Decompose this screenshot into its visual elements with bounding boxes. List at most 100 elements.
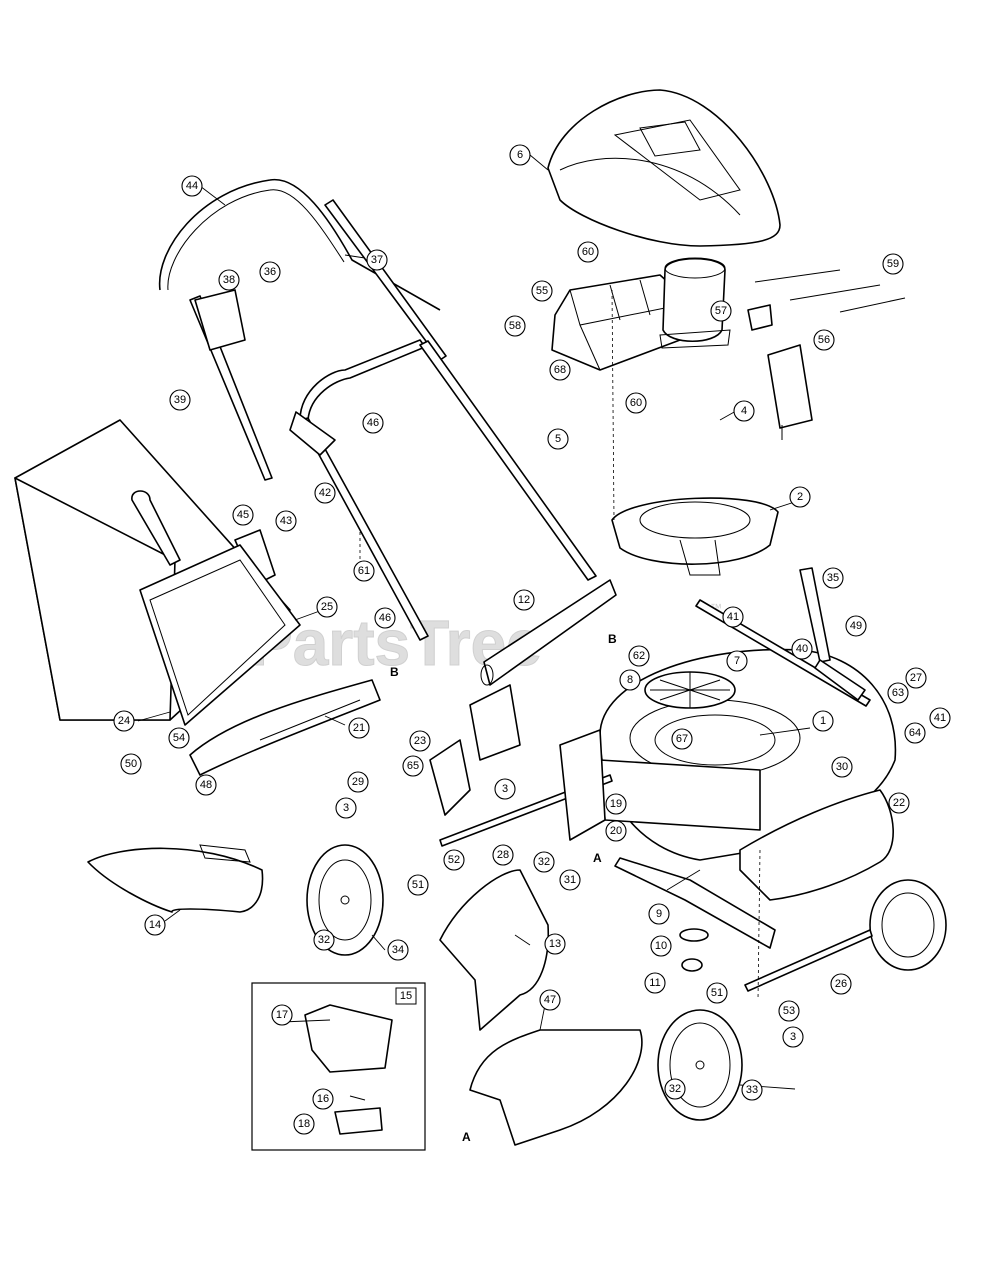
svg-text:62: 62	[633, 650, 645, 662]
ref-letter-b-left: B	[390, 665, 399, 679]
reference-letters: B B A A	[390, 632, 617, 1144]
svg-text:41: 41	[934, 712, 946, 724]
callout-51b: 51	[706, 982, 728, 1004]
svg-text:16: 16	[317, 1093, 329, 1105]
callout-50: 50	[120, 753, 142, 775]
callout-52: 52	[443, 849, 465, 871]
ref-letter-a-right: A	[593, 851, 602, 865]
callout-60b: 60	[625, 392, 647, 414]
svg-text:30: 30	[836, 761, 848, 773]
callout-20: 20	[605, 820, 627, 842]
callout-38: 38	[218, 269, 240, 291]
wheel-front-right	[869, 879, 947, 971]
svg-text:12: 12	[518, 594, 530, 606]
svg-text:44: 44	[186, 180, 198, 192]
svg-text:7: 7	[734, 655, 740, 667]
callout-25: 25	[316, 596, 338, 618]
grass-bag	[14, 419, 301, 726]
svg-text:37: 37	[371, 254, 383, 266]
svg-text:48: 48	[200, 779, 212, 791]
svg-text:3: 3	[790, 1031, 796, 1043]
callout-49: 49	[845, 615, 867, 637]
svg-text:52: 52	[448, 854, 460, 866]
svg-text:32: 32	[318, 934, 330, 946]
callout-37: 37	[366, 249, 388, 271]
callout-3a: 3	[335, 797, 357, 819]
svg-text:47: 47	[544, 994, 556, 1006]
callout-44: 44	[181, 175, 203, 197]
svg-text:43: 43	[280, 515, 292, 527]
svg-text:5: 5	[555, 433, 561, 445]
svg-text:9: 9	[656, 908, 662, 920]
svg-text:64: 64	[909, 727, 921, 739]
blade	[614, 857, 776, 949]
callout-42: 42	[314, 482, 336, 504]
svg-text:55: 55	[536, 285, 548, 297]
svg-text:58: 58	[509, 320, 521, 332]
callout-41a: 41	[722, 606, 744, 628]
svg-text:34: 34	[392, 944, 404, 956]
rear-baffle	[480, 579, 617, 686]
svg-text:8: 8	[627, 674, 633, 686]
callout-62: 62	[628, 645, 650, 667]
svg-text:61: 61	[358, 565, 370, 577]
callout-27: 27	[905, 667, 927, 689]
callout-19: 19	[605, 793, 627, 815]
svg-text:65: 65	[407, 760, 419, 772]
svg-text:18: 18	[298, 1118, 310, 1130]
inset-box-label: 15	[400, 990, 412, 1002]
svg-text:46: 46	[379, 612, 391, 624]
ref-letter-b-right: B	[608, 632, 617, 646]
callout-4: 4	[733, 400, 755, 422]
callout-6: 6	[509, 144, 531, 166]
motor-mount	[611, 497, 779, 576]
lower-handle	[289, 339, 597, 641]
svg-text:33: 33	[746, 1084, 758, 1096]
callout-33: 33	[741, 1079, 763, 1101]
callout-3b: 3	[494, 778, 516, 800]
callout-55: 55	[531, 280, 553, 302]
svg-text:60: 60	[582, 246, 594, 258]
callout-67: 67	[671, 728, 693, 750]
callout-32a: 32	[533, 851, 555, 873]
svg-text:32: 32	[669, 1083, 681, 1095]
wire-connectors	[754, 269, 906, 313]
callout-54: 54	[168, 727, 190, 749]
callout-13: 13	[544, 933, 566, 955]
svg-text:50: 50	[125, 758, 137, 770]
callout-59: 59	[882, 253, 904, 275]
svg-text:26: 26	[835, 978, 847, 990]
callout-36: 36	[259, 261, 281, 283]
callout-58: 58	[504, 315, 526, 337]
svg-text:59: 59	[887, 258, 899, 270]
svg-text:2: 2	[797, 491, 803, 503]
svg-text:23: 23	[414, 735, 426, 747]
svg-text:51: 51	[711, 987, 723, 999]
svg-text:54: 54	[173, 732, 185, 744]
callout-48: 48	[195, 774, 217, 796]
svg-text:51: 51	[412, 879, 424, 891]
callout-12: 12	[513, 589, 535, 611]
callout-46b: 46	[374, 607, 396, 629]
callout-22: 22	[888, 792, 910, 814]
svg-text:60: 60	[630, 397, 642, 409]
callout-34: 34	[387, 939, 409, 961]
callout-41b: 41	[929, 707, 951, 729]
callout-16: 16	[312, 1088, 334, 1110]
callout-7: 7	[726, 650, 748, 672]
callout-14: 14	[144, 914, 166, 936]
svg-text:4: 4	[741, 405, 747, 417]
front-skirt	[739, 789, 894, 901]
wheel-front-left	[657, 1009, 743, 1121]
svg-text:11: 11	[649, 977, 660, 989]
callout-60a: 60	[577, 241, 599, 263]
switch-box	[767, 344, 813, 440]
callout-40: 40	[791, 638, 813, 660]
motor-cover	[547, 89, 781, 247]
callout-31: 31	[559, 869, 581, 891]
cooling-fan	[644, 671, 736, 709]
svg-text:67: 67	[676, 733, 688, 745]
callout-63: 63	[887, 682, 909, 704]
callout-64: 64	[904, 722, 926, 744]
